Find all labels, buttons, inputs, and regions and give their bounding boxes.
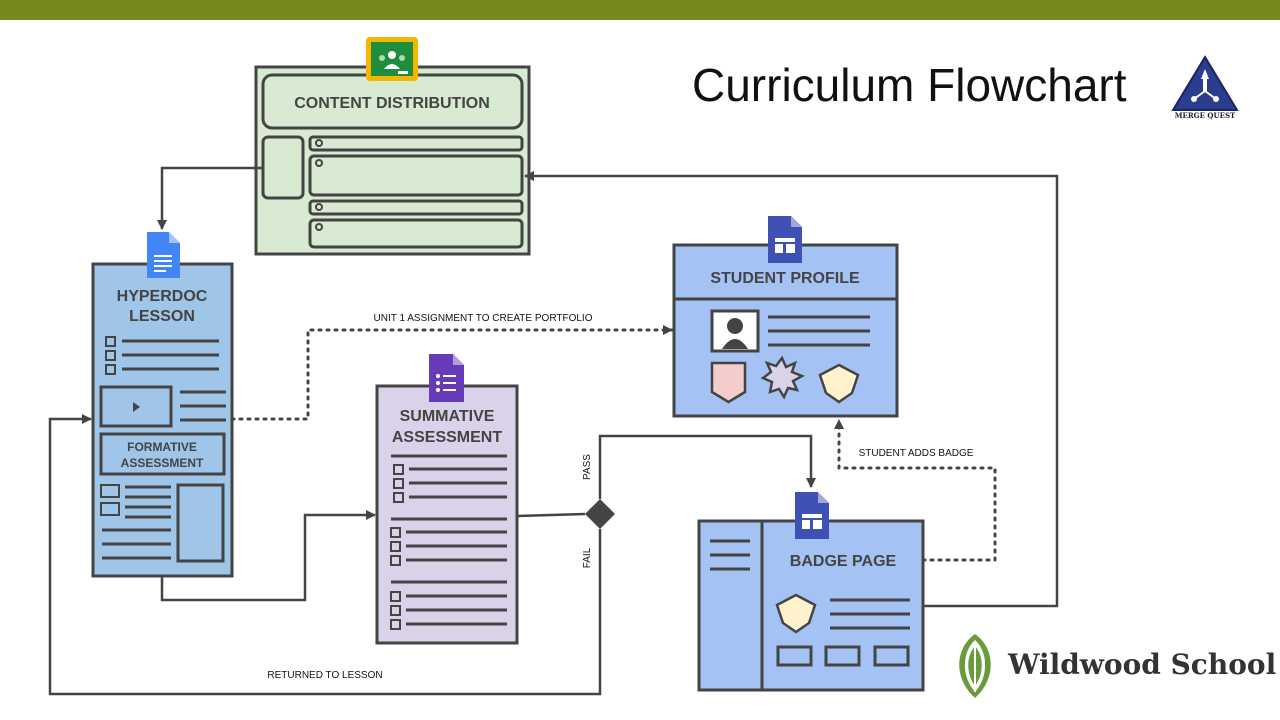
badge-page-label: BADGE PAGE: [790, 553, 897, 570]
badge-page-node: BADGE PAGE: [697, 519, 925, 692]
edge-unit1-dotted: [230, 325, 674, 421]
content-distribution-node: CONTENT DISTRIBUTION: [254, 65, 531, 256]
decision-diamond: [585, 499, 615, 529]
formative-label-line1: FORMATIVE: [127, 440, 197, 454]
star-burst-badge-icon: [760, 355, 805, 400]
google-sites-icon: [795, 492, 829, 539]
wildwood-school-logo: Wildwood School: [950, 632, 1276, 702]
formative-label-line2: ASSESSMENT: [121, 456, 204, 470]
hyperdoc-label-line1: HYPERDOC: [117, 288, 208, 305]
school-name: Wildwood School: [1008, 648, 1277, 681]
edge-badge-to-profile-dotted: [834, 418, 997, 562]
edge-pass-to-badge: [598, 434, 816, 499]
student-profile-label: STUDENT PROFILE: [710, 270, 860, 287]
play-icon: [133, 402, 140, 412]
edge-content-to-hyperdoc: [157, 166, 263, 230]
google-classroom-icon: [366, 37, 418, 81]
hyperdoc-lesson-node: HYPERDOC LESSON FORMATIVE ASSESSMENT: [91, 262, 234, 578]
edge-label-pass: PASS: [582, 454, 593, 480]
summative-label-line2: ASSESSMENT: [392, 429, 502, 446]
shield-badge-icon: [710, 361, 747, 404]
google-forms-icon: [429, 354, 464, 402]
top-accent-bar: [0, 0, 1280, 20]
edge-hyperdoc-to-summative: [160, 510, 376, 602]
edge-fail-to-hyperdoc: [48, 414, 602, 696]
edge-badge-to-content: [524, 171, 1059, 608]
leaf-icon: [959, 634, 991, 698]
page-title: Curriculum Flowchart: [692, 59, 1127, 111]
edge-label-returned: RETURNED TO LESSON: [267, 670, 382, 681]
hyperdoc-label-line2: LESSON: [129, 308, 195, 325]
pentagon-badge-icon: [818, 363, 860, 404]
pentagon-badge-icon: [775, 593, 817, 634]
merge-quest-logo: MERGE QUEST: [1170, 55, 1240, 125]
merge-quest-text: MERGE QUEST: [1174, 111, 1236, 120]
edge-summative-to-decision: [516, 512, 586, 518]
summative-label-line1: SUMMATIVE: [400, 408, 495, 425]
google-sites-icon: [768, 216, 802, 263]
content-distribution-label: CONTENT DISTRIBUTION: [294, 95, 490, 112]
edge-label-student-adds-badge: STUDENT ADDS BADGE: [859, 448, 974, 459]
edge-label-fail: FAIL: [582, 547, 593, 568]
google-docs-icon: [147, 232, 180, 278]
edge-label-unit1: UNIT 1 ASSIGNMENT TO CREATE PORTFOLIO: [374, 313, 593, 324]
student-profile-node: STUDENT PROFILE: [672, 243, 899, 418]
summative-assessment-node: SUMMATIVE ASSESSMENT: [375, 384, 519, 645]
